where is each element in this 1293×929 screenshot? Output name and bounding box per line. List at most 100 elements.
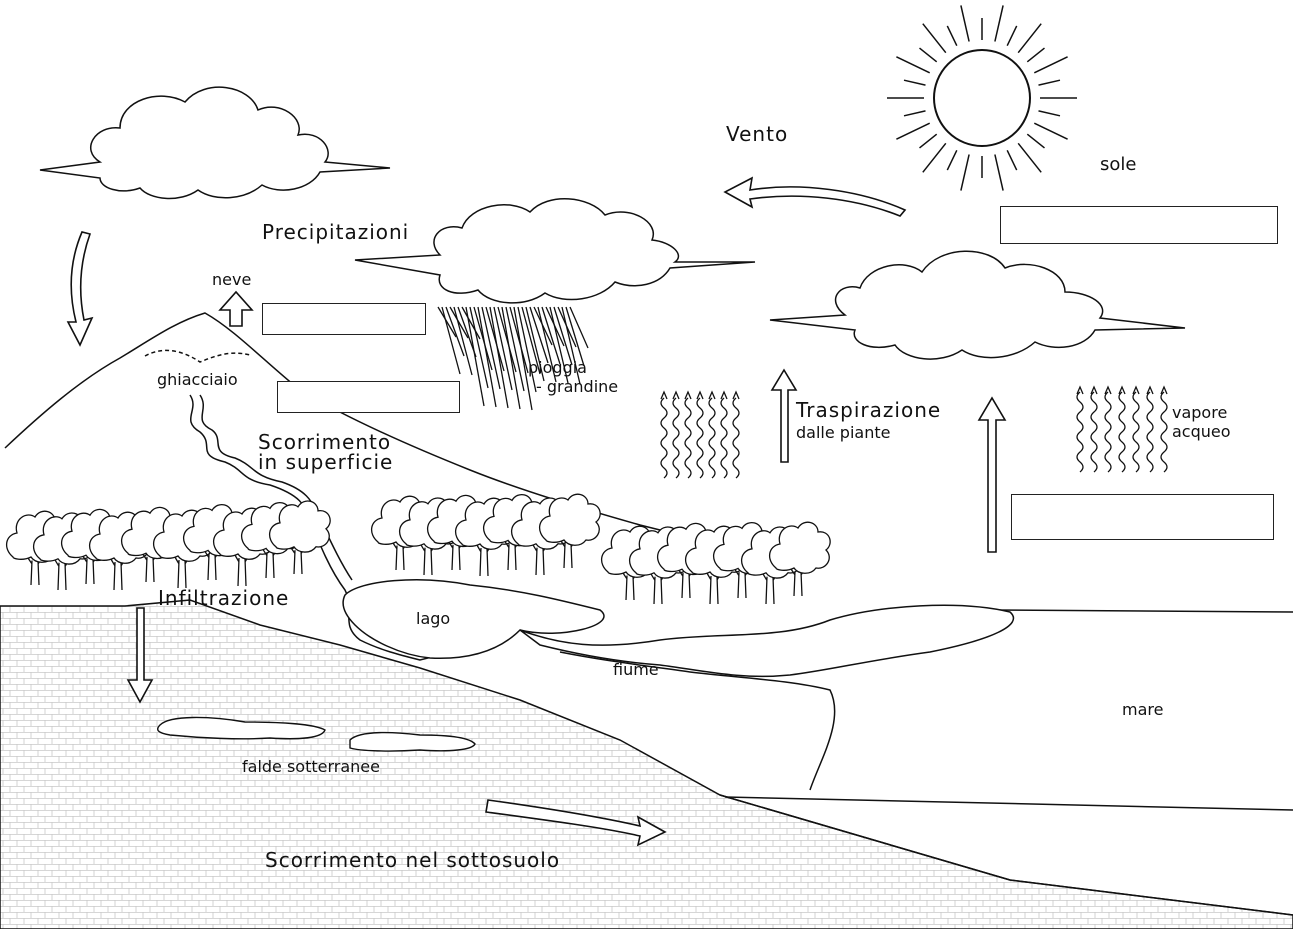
underground-soil: [0, 599, 1293, 929]
rain-streak: [569, 306, 589, 349]
label-falde-sotterranee: falde sotterranee: [242, 757, 380, 776]
rain-streak: [497, 306, 517, 373]
sun-ray: [994, 5, 1004, 42]
label-scorrimento: Scorrimento: [258, 430, 392, 454]
vapour-line: [720, 397, 728, 479]
sun-ray: [960, 5, 970, 42]
vapour-line: [1118, 391, 1126, 473]
vapour-tip: [1090, 385, 1098, 395]
vapour-tip: [696, 390, 704, 400]
label-acqueo: acqueo: [1172, 422, 1231, 441]
vapour-line: [732, 397, 740, 479]
sun-ray: [946, 149, 958, 171]
sun-ray: [919, 47, 938, 63]
sun-ray: [1026, 47, 1045, 63]
answer-box-evaporation[interactable]: [1011, 494, 1274, 540]
sun-ray: [903, 79, 926, 86]
cloud-center: [354, 198, 756, 304]
vapour-tip: [1118, 385, 1126, 395]
rain-streak: [521, 306, 541, 375]
vapour-line: [1160, 391, 1168, 473]
vapour-line: [672, 397, 680, 479]
sun-ray: [896, 56, 931, 74]
vapour-tip: [1132, 385, 1140, 395]
sun-ray: [1033, 56, 1068, 74]
answer-box-snow[interactable]: [262, 303, 426, 335]
rain-streak: [561, 306, 581, 385]
rain-streak: [501, 306, 521, 410]
sun-ray: [994, 154, 1004, 191]
answer-box-sun[interactable]: [1000, 206, 1278, 244]
rain-streak: [537, 306, 557, 383]
rain-streak: [541, 306, 561, 365]
sun-ray: [896, 122, 931, 140]
vapour-tip: [1160, 385, 1168, 395]
arrows: [66, 176, 1007, 847]
label-vapore: vapore: [1172, 403, 1228, 422]
sun-ray: [1017, 142, 1042, 173]
rain-streak: [493, 306, 513, 391]
sun-ray: [960, 154, 970, 191]
vapour-line: [1076, 391, 1084, 473]
label-infiltrazione: Infiltrazione: [158, 586, 290, 610]
vapour-line: [1090, 391, 1098, 473]
label-pioggia: pioggia: [528, 358, 587, 377]
sun-ray: [1006, 25, 1018, 47]
vapour-tip: [672, 390, 680, 400]
rain-streak: [505, 306, 525, 392]
tree: [269, 500, 331, 575]
vapour-tip: [1076, 385, 1084, 395]
infiltration-arrow: [126, 607, 154, 704]
rain-streak: [517, 306, 537, 393]
lake: [342, 579, 605, 659]
rain-streak: [525, 306, 545, 382]
rain-streak: [461, 306, 481, 340]
vapour-line: [1146, 391, 1154, 473]
sun-ray: [1026, 133, 1045, 149]
rain-streak: [465, 306, 485, 407]
rain-streak: [449, 306, 469, 339]
snow-up-arrow: [218, 290, 254, 327]
rain-streak: [437, 306, 457, 338]
sun-ray: [922, 142, 947, 173]
sun-ray: [919, 133, 938, 149]
sun-ray: [1033, 122, 1068, 140]
rain-streak: [509, 306, 529, 374]
sun-ray: [903, 110, 926, 117]
label-scorrimento-sottosuolo: Scorrimento nel sottosuolo: [265, 848, 561, 872]
vapour-tip: [684, 390, 692, 400]
label-ghiacciaio: ghiacciaio: [157, 370, 238, 389]
sun-ray: [1038, 79, 1061, 86]
label-in-superficie: in superficie: [258, 450, 394, 474]
rain-streak: [473, 306, 493, 371]
rain-streak: [549, 306, 569, 384]
label-lago: lago: [416, 609, 451, 628]
rain-streaks: [437, 306, 589, 411]
rain-streak: [513, 306, 533, 411]
vapour-line: [708, 397, 716, 479]
underground-flow-arrow: [485, 799, 667, 847]
label-traspirazione: Traspirazione: [796, 398, 942, 422]
rain-streak: [469, 306, 489, 389]
rain-streak: [565, 306, 585, 367]
rain-streak: [481, 306, 501, 390]
sun-ray: [1017, 23, 1042, 54]
vapour-line: [696, 397, 704, 479]
rain-streak: [489, 306, 509, 409]
evaporation-arrow: [977, 396, 1007, 553]
vapour-tip: [1146, 385, 1154, 395]
tree: [539, 493, 601, 569]
sea: [719, 609, 1293, 916]
rain-streak: [441, 306, 461, 375]
tree: [769, 521, 831, 597]
answer-box-glacier[interactable]: [277, 381, 460, 413]
transpiration-arrow: [770, 368, 798, 463]
label-neve: neve: [212, 270, 252, 289]
vapour-tip: [708, 390, 716, 400]
label-mare: mare: [1122, 700, 1164, 719]
rain-streak: [529, 306, 549, 364]
forest: [6, 493, 831, 605]
label-sole: sole: [1100, 154, 1137, 175]
vapour-line: [1104, 391, 1112, 473]
